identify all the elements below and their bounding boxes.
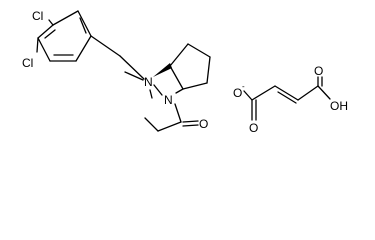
chlorine-bottom-label: Cl <box>22 56 33 70</box>
amide-oxygen-label: O <box>199 117 208 131</box>
alkene-bond-2 <box>297 85 319 101</box>
ring-bond-inner <box>79 17 87 34</box>
ring-bond <box>187 43 211 58</box>
amide-co-double <box>182 120 199 123</box>
acid-c-oh <box>317 85 331 100</box>
hydroxyl-label: OH <box>330 99 348 113</box>
dichlorophenyl-ring <box>37 10 92 62</box>
chemical-structure-diagram: Cl Cl N N O O - <box>22 9 348 135</box>
chlorine-top-label: Cl <box>32 9 43 23</box>
benzyl-n-bond <box>119 55 145 80</box>
ring-bond <box>77 10 92 37</box>
alkene-double <box>274 85 299 101</box>
amide-co-double-2 <box>182 124 199 127</box>
cyclopentane-ring <box>169 43 211 90</box>
acid-oxygen-label: O <box>314 64 323 78</box>
cl-bond-top <box>48 19 54 26</box>
carboxylate-o-single <box>243 90 253 101</box>
carboxylate-charge: - <box>242 82 245 91</box>
ring-n-amide-bond <box>175 88 184 94</box>
ring-bond <box>182 82 208 90</box>
ring-bond <box>52 10 79 26</box>
benzyl-bond <box>90 35 121 57</box>
alkene-double-inner <box>277 91 297 104</box>
carboxylate-double-oxygen-label: O <box>249 121 258 135</box>
amide-carbonyl-bond <box>174 103 182 123</box>
amide-nitrogen-label: N <box>164 93 173 107</box>
n-methyl-bond-amide <box>153 84 163 96</box>
ring-bond <box>37 37 51 62</box>
stereo-wedge-bond <box>153 63 172 77</box>
ethyl-bond-2 <box>144 117 159 132</box>
ring-bond <box>37 24 54 39</box>
cl-bond-bottom <box>36 37 39 53</box>
alkene-bond-1 <box>251 85 276 101</box>
carboxylate-oxygen-label: O <box>233 86 242 100</box>
n-methyl-bond <box>124 71 144 81</box>
fumarate <box>243 76 331 121</box>
amine-nitrogen-label: N <box>144 75 153 89</box>
ring-bond <box>169 43 189 67</box>
ring-bond <box>206 56 211 84</box>
ring-bond-inner <box>44 29 56 39</box>
n-methyl-bond-lower <box>149 89 153 99</box>
ring-bond <box>75 35 92 62</box>
ethyl-bond-1 <box>157 121 182 132</box>
ring-bond <box>169 65 184 90</box>
